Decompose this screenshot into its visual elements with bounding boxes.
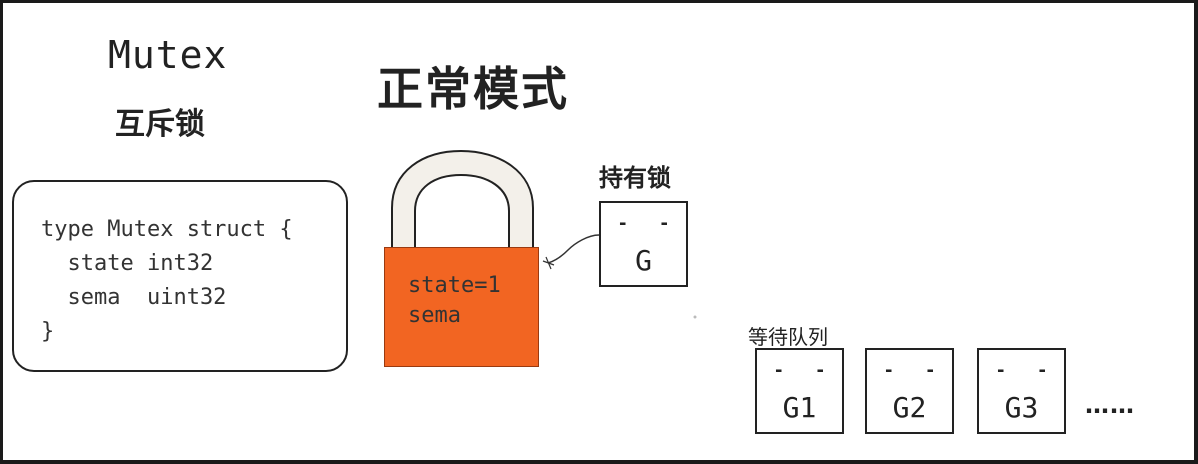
g3-eye-right: -: [1038, 360, 1046, 381]
holder-connector: [547, 234, 600, 264]
queue-goroutine-box-1: - - G1: [755, 348, 844, 434]
queue-label: 等待队列: [748, 325, 828, 349]
lock-shackle-svg: [391, 149, 697, 319]
g2-eyes: - -: [867, 360, 952, 381]
lock-shackle: [391, 149, 534, 250]
lock-body: [384, 247, 539, 367]
queue-ellipsis: ……: [1085, 391, 1135, 419]
holder-goroutine-label: G: [635, 244, 652, 277]
code-line-4: }: [41, 319, 55, 344]
code-box: [12, 180, 348, 372]
g2-eye-right: -: [926, 360, 934, 381]
g3-eye-left: -: [997, 360, 1005, 381]
queue-goroutine-label-3: G3: [1004, 391, 1039, 424]
queue-goroutine-box-2: - - G2: [865, 348, 954, 434]
code-line-2: state int32: [41, 251, 214, 276]
queue-goroutine-box-3: - - G3: [977, 348, 1066, 434]
lock-fields: state=1 sema: [408, 271, 501, 331]
g1-eye-right: -: [816, 360, 824, 381]
g1-eye-left: -: [775, 360, 783, 381]
g1-eyes: - -: [757, 360, 842, 381]
connector-tick: [542, 256, 555, 270]
mode-title: 正常模式: [377, 62, 569, 116]
holder-label: 持有锁: [599, 164, 671, 192]
canvas-dot: [693, 315, 697, 319]
code-line-1: type Mutex struct {: [41, 217, 293, 242]
queue-goroutine-label-2: G2: [892, 391, 927, 424]
code-block: type Mutex struct { state int32 sema uin…: [41, 213, 293, 349]
code-line-3: sema uint32: [41, 285, 227, 310]
holder-eyes: - -: [601, 213, 686, 234]
g2-eye-left: -: [885, 360, 893, 381]
lock-sema-field: sema: [408, 303, 461, 328]
mutex-cn-title: 互斥锁: [115, 107, 205, 142]
g3-eyes: - -: [979, 360, 1064, 381]
queue-goroutine-label-1: G1: [782, 391, 817, 424]
holder-eye-right: -: [660, 213, 668, 234]
lock-state-field: state=1: [408, 273, 501, 298]
diagram-canvas: Mutex 互斥锁 正常模式 type Mutex struct { state…: [3, 3, 1194, 460]
holder-eye-left: -: [619, 213, 627, 234]
mutex-title: Mutex: [108, 33, 228, 77]
holder-goroutine-box: - - G: [599, 201, 688, 287]
